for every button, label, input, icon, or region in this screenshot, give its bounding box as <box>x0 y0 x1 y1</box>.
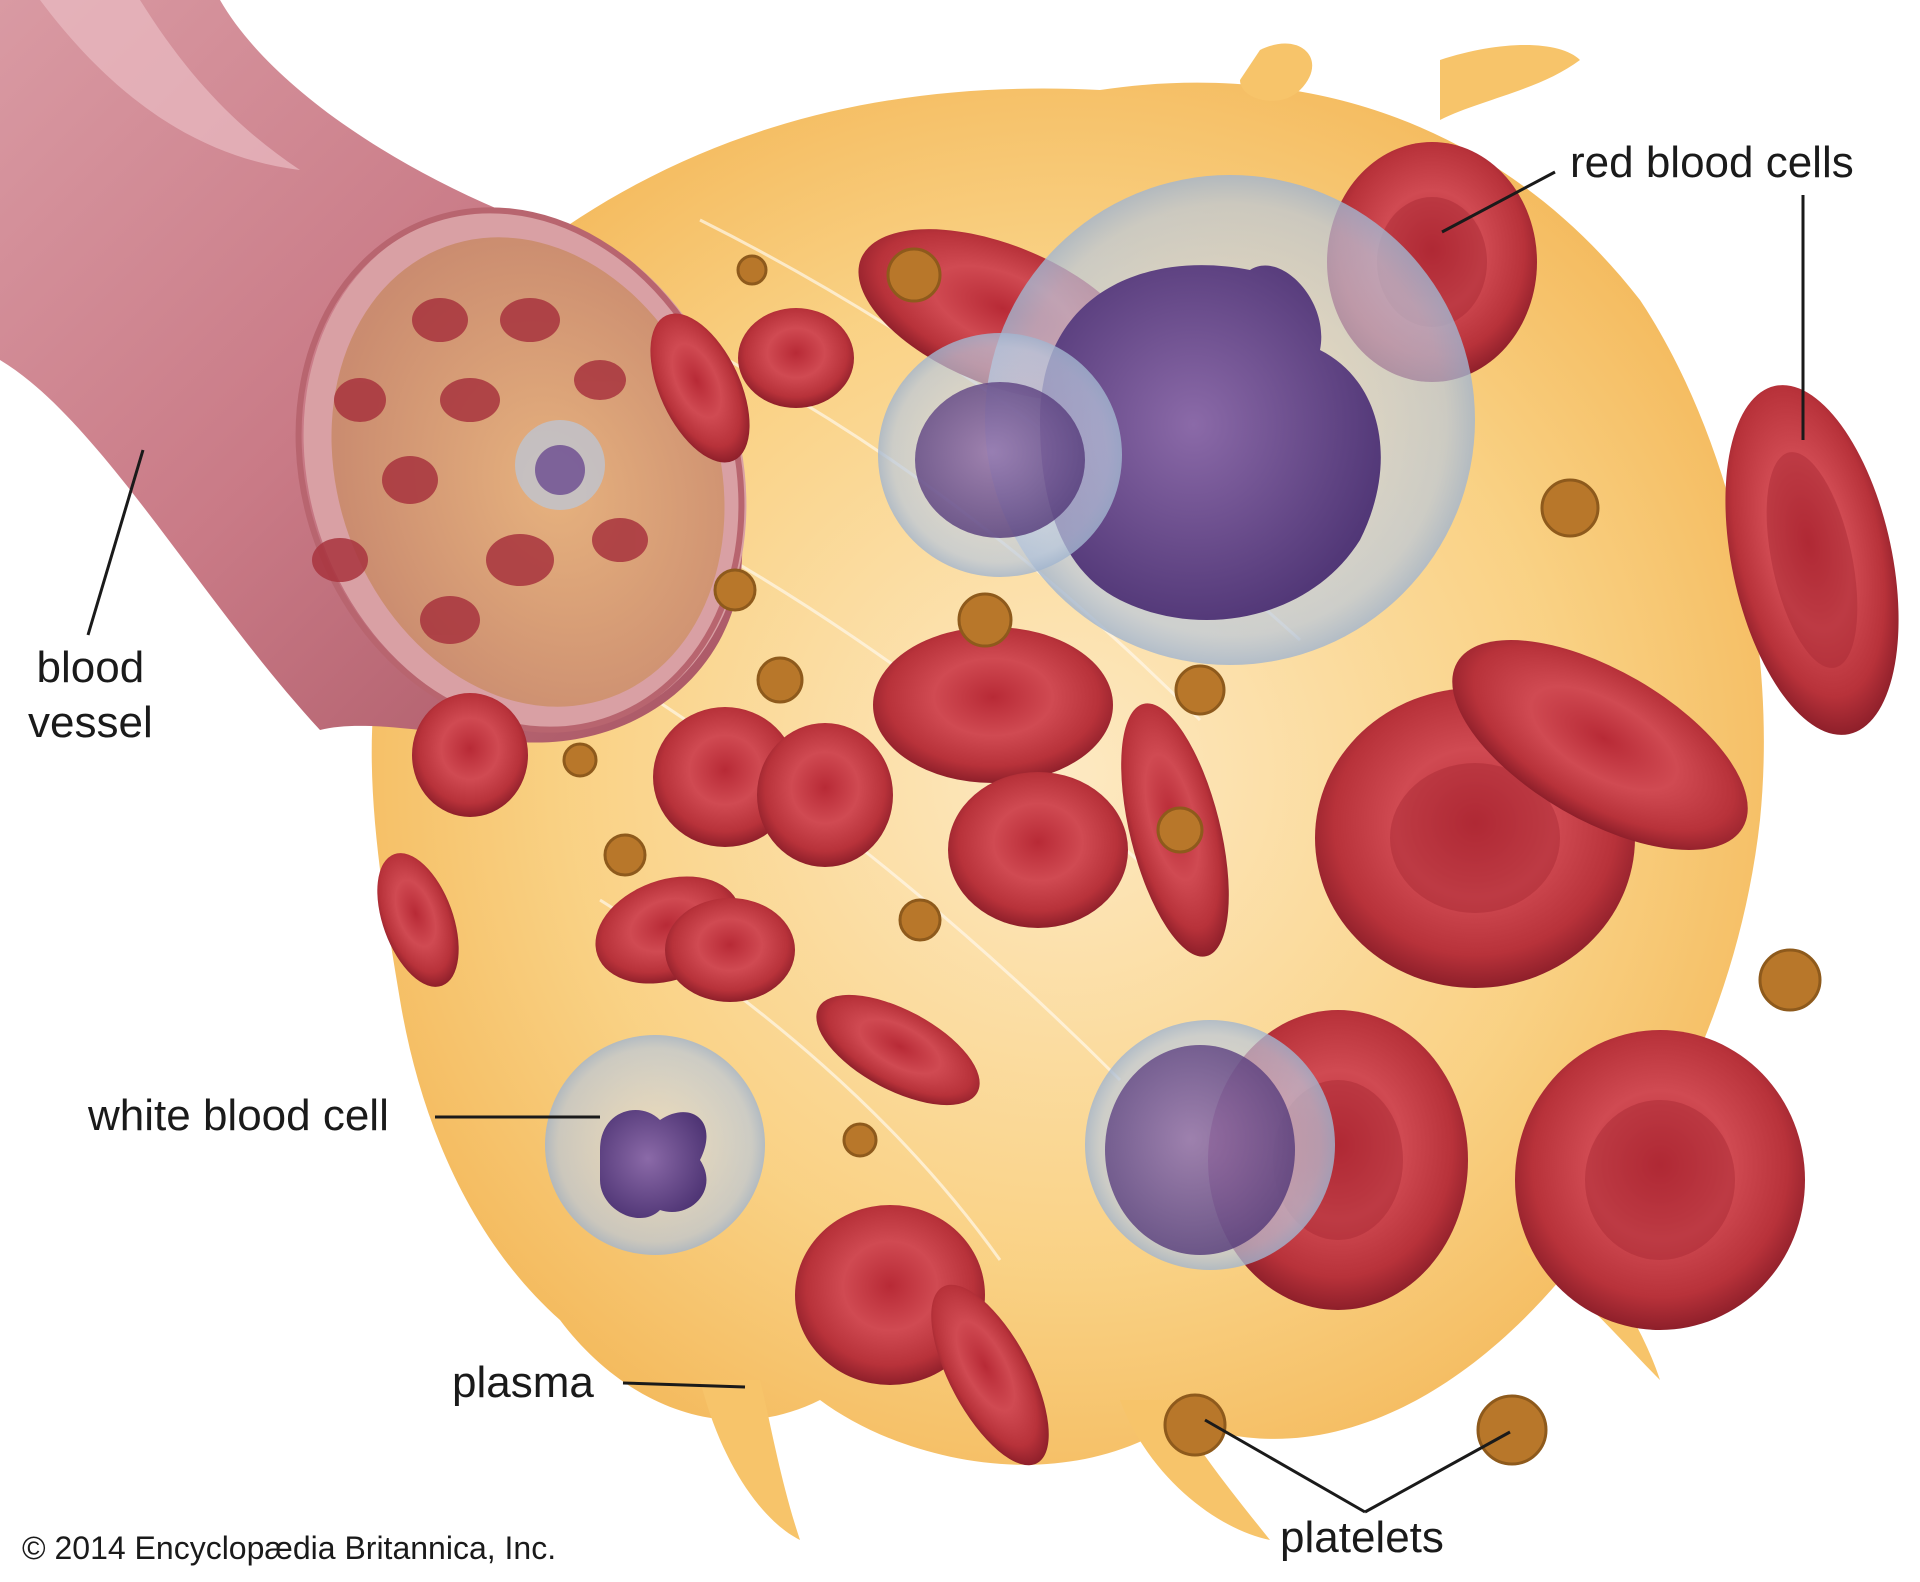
leader-platelets-1 <box>1204 1418 1366 1514</box>
label-white-blood-cell: white blood cell <box>88 1091 389 1140</box>
leader-blood-vessel <box>86 449 145 636</box>
label-platelets: platelets <box>1280 1513 1444 1562</box>
copyright-notice: © 2014 Encyclopædia Britannica, Inc. <box>22 1530 557 1566</box>
label-plasma: plasma <box>452 1358 594 1407</box>
platelets-group <box>562 247 1822 1466</box>
leader-red-blood-cells-1 <box>1441 170 1556 234</box>
white-blood-cells-group <box>545 175 1475 1270</box>
label-red-blood-cells: red blood cells <box>1570 138 1854 187</box>
label-blood-vessel-line1: blood <box>36 643 145 692</box>
leader-lines <box>86 170 1805 1514</box>
leader-plasma <box>622 1381 746 1389</box>
leader-platelets-2 <box>1364 1430 1511 1514</box>
label-blood-vessel: blood vessel <box>28 640 153 750</box>
label-blood-vessel-line2: vessel <box>28 698 153 747</box>
blood-vessel <box>0 0 747 743</box>
